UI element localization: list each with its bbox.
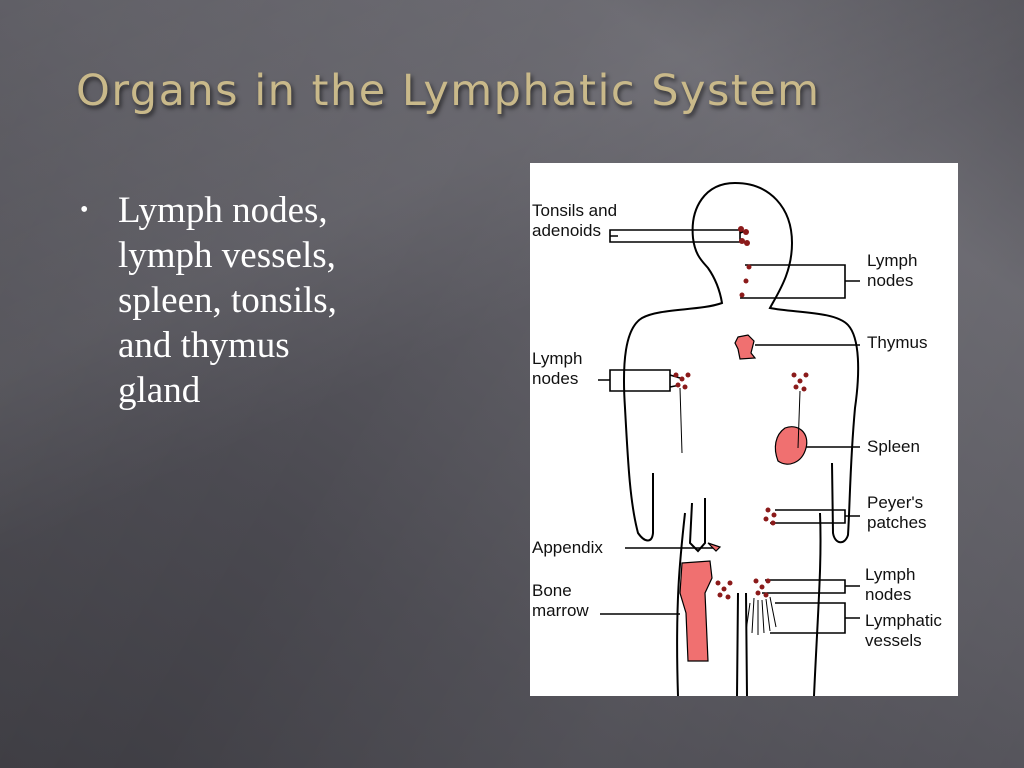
label-groin-lymph-nodes: Lymph nodes [865, 565, 915, 605]
label-lymphatic-vessels: Lymphatic vessels [865, 611, 942, 651]
label-line: nodes [532, 369, 579, 388]
label-line: Peyer's [867, 493, 924, 512]
label-spleen: Spleen [867, 437, 920, 456]
bullet-line: gland [118, 370, 201, 411]
lymphatic-system-diagram: Tonsils and adenoids Lymph nodes Thymus … [530, 163, 958, 696]
lymph-node-clusters [673, 226, 809, 600]
bullet-item: • Lymph nodes, lymph vessels, spleen, to… [80, 188, 440, 413]
bullet-line: Lymph nodes, [118, 190, 328, 231]
bone-marrow-organ [679, 560, 713, 662]
body-outline [622, 182, 860, 696]
label-line: Bone [532, 581, 572, 600]
label-line: nodes [867, 271, 914, 290]
bullet-list: • Lymph nodes, lymph vessels, spleen, to… [80, 188, 440, 413]
label-thymus: Thymus [867, 333, 928, 352]
label-line: Lymph [532, 349, 583, 368]
label-line: Tonsils and [532, 201, 618, 220]
label-line: Lymph [867, 251, 918, 270]
body-illustration [598, 182, 860, 696]
bullet-line: spleen, tonsils, [118, 280, 337, 321]
label-line: nodes [865, 585, 912, 604]
bullet-dot-icon: • [80, 197, 89, 223]
label-line: marrow [532, 601, 589, 620]
label-arm-lymph-nodes: Lymph nodes [532, 349, 582, 389]
label-tonsils-adenoids: Tonsils and adenoids [532, 201, 617, 241]
spleen-organ [774, 426, 808, 465]
label-line: Lymph [865, 565, 916, 584]
bullet-line: lymph vessels, [118, 235, 336, 276]
organs [679, 334, 808, 662]
lymphatic-vessel-lines [679, 387, 801, 635]
appendix-organ [707, 542, 722, 552]
pointer-lines [598, 229, 860, 634]
label-line: patches [867, 513, 927, 532]
slide-title: Organs in the Lymphatic System [76, 66, 821, 116]
label-line: adenoids [532, 221, 602, 240]
label-bone-marrow: Bone marrow [532, 581, 589, 621]
thymus-organ [734, 334, 757, 360]
label-appendix: Appendix [532, 538, 603, 557]
label-peyers-patches: Peyer's patches [867, 493, 927, 533]
label-line: Lymphatic [865, 611, 942, 630]
bullet-line: and thymus [118, 325, 290, 366]
label-line: vessels [865, 631, 922, 650]
label-neck-lymph-nodes: Lymph nodes [867, 251, 917, 291]
